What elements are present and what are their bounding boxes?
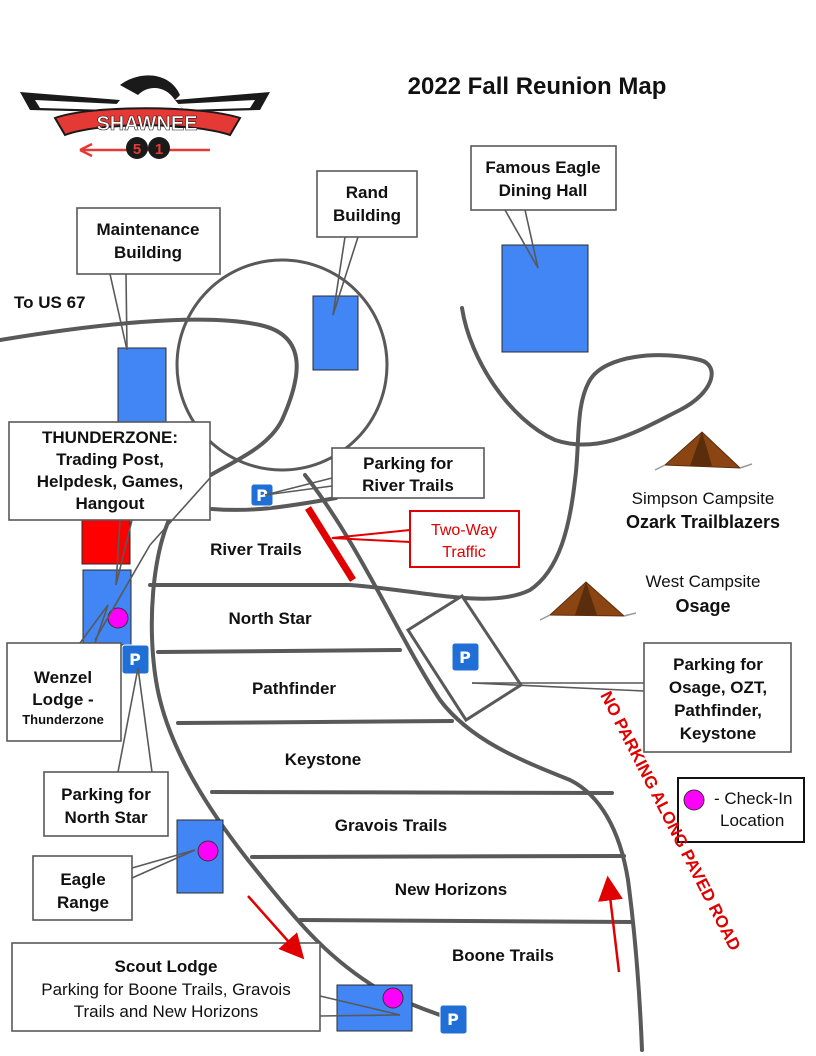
svg-text:Hangout: Hangout <box>76 494 145 513</box>
callout-maintenance-building: Maintenance Building <box>76 207 221 351</box>
svg-text:Keystone: Keystone <box>680 724 757 743</box>
parking-sign-north-star: P <box>121 644 150 675</box>
callout-rand-building: Rand Building <box>316 170 418 316</box>
svg-text:North Star: North Star <box>64 808 148 827</box>
campsite-label-north-star: North Star <box>228 609 312 628</box>
legend-line2: Location <box>720 811 784 830</box>
campsite-label-keystone: Keystone <box>285 750 362 769</box>
svg-text:Famous Eagle: Famous Eagle <box>485 158 600 177</box>
svg-text:Building: Building <box>333 206 401 225</box>
logo-number-right: 1 <box>155 141 163 158</box>
dining-hall-building <box>501 244 589 353</box>
svg-text:P: P <box>459 648 471 667</box>
svg-text:Parking for: Parking for <box>673 655 763 674</box>
callout-river-trails-parking: Parking for River Trails <box>264 447 485 499</box>
svg-text:Scout Lodge: Scout Lodge <box>115 957 218 976</box>
shawnee-logo: SHAWNEE 5 1 <box>20 75 270 159</box>
roads <box>0 258 714 1052</box>
parking-sign-river-trails: P <box>250 483 274 507</box>
callout-eagle-range: Eagle Range <box>32 849 196 921</box>
svg-text:Parking for Boone Trails, Grav: Parking for Boone Trails, Gravois <box>41 980 290 999</box>
tent-icon-west <box>539 581 637 621</box>
svg-text:Thunderzone: Thunderzone <box>22 712 104 727</box>
campsite-label-boone-trails: Boone Trails <box>452 946 554 965</box>
to-us67-label: To US 67 <box>14 293 85 312</box>
campsite-label-pathfinder: Pathfinder <box>252 679 336 698</box>
svg-text:Rand: Rand <box>346 183 389 202</box>
svg-text:Wenzel: Wenzel <box>34 668 92 687</box>
svg-text:Building: Building <box>114 243 182 262</box>
svg-text:THUNDERZONE:: THUNDERZONE: <box>42 428 178 447</box>
legend-line1: - Check-In <box>714 789 792 808</box>
svg-text:Parking for: Parking for <box>61 785 151 804</box>
svg-text:Maintenance: Maintenance <box>97 220 200 239</box>
callout-wenzel-lodge: Wenzel Lodge - Thunderzone <box>6 604 122 742</box>
campsite-label-new-horizons: New Horizons <box>395 880 507 899</box>
callout-thunderzone: THUNDERZONE: Trading Post, Helpdesk, Gam… <box>8 421 211 586</box>
parking-sign-scout-lodge: P <box>439 1004 468 1035</box>
campsite-label-river-trails: River Trails <box>210 540 302 559</box>
maintenance-building <box>117 347 167 427</box>
svg-text:Two-Way: Two-Way <box>431 522 497 539</box>
direction-arrow-down <box>247 895 305 960</box>
svg-text:Lodge -: Lodge - <box>32 690 93 709</box>
svg-text:Range: Range <box>57 893 109 912</box>
svg-text:Pathfinder,: Pathfinder, <box>674 701 762 720</box>
checkin-dot-scout-lodge <box>382 987 404 1009</box>
tent-icon-simpson <box>654 431 753 471</box>
callout-dining-hall: Famous Eagle Dining Hall <box>470 145 617 269</box>
svg-text:P: P <box>129 650 141 669</box>
parking-sign-osage: P <box>451 642 480 672</box>
thunderzone-leader-2 <box>94 544 151 641</box>
svg-text:River Trails: River Trails <box>362 476 454 495</box>
logo-number-left: 5 <box>133 141 141 158</box>
west-campsite-label: West Campsite <box>646 572 761 591</box>
checkin-dot-eagle-range <box>197 840 219 862</box>
svg-text:Eagle: Eagle <box>60 870 105 889</box>
svg-text:P: P <box>256 486 268 505</box>
svg-text:Parking for: Parking for <box>363 454 453 473</box>
ozark-trailblazers-label: Ozark Trailblazers <box>626 512 780 532</box>
svg-text:P: P <box>447 1010 459 1029</box>
page-title: 2022 Fall Reunion Map <box>408 73 667 100</box>
direction-arrow-up <box>598 875 623 973</box>
svg-text:Trails and New Horizons: Trails and New Horizons <box>74 1002 259 1021</box>
svg-text:Helpdesk, Games,: Helpdesk, Games, <box>37 472 183 491</box>
svg-text:Trading Post,: Trading Post, <box>56 450 164 469</box>
two-way-traffic-segment <box>305 506 356 582</box>
callout-north-star-parking: Parking for North Star <box>43 667 169 837</box>
thunderzone-leader <box>149 477 211 546</box>
legend-checkin-dot <box>683 789 705 811</box>
simpson-campsite-label: Simpson Campsite <box>632 489 775 508</box>
logo-text: SHAWNEE <box>96 113 197 135</box>
callout-osage-parking: Parking for Osage, OZT, Pathfinder, Keys… <box>471 642 792 753</box>
svg-text:Osage, OZT,: Osage, OZT, <box>669 678 767 697</box>
svg-text:Traffic: Traffic <box>442 544 486 561</box>
callout-scout-lodge: Scout Lodge Parking for Boone Trails, Gr… <box>11 942 401 1032</box>
campsite-label-gravois-trails: Gravois Trails <box>335 816 447 835</box>
callout-two-way-traffic: Two-Way Traffic <box>331 510 520 568</box>
osage-label: Osage <box>675 596 730 616</box>
svg-text:Dining Hall: Dining Hall <box>499 181 588 200</box>
legend: - Check-In Location <box>677 777 805 843</box>
